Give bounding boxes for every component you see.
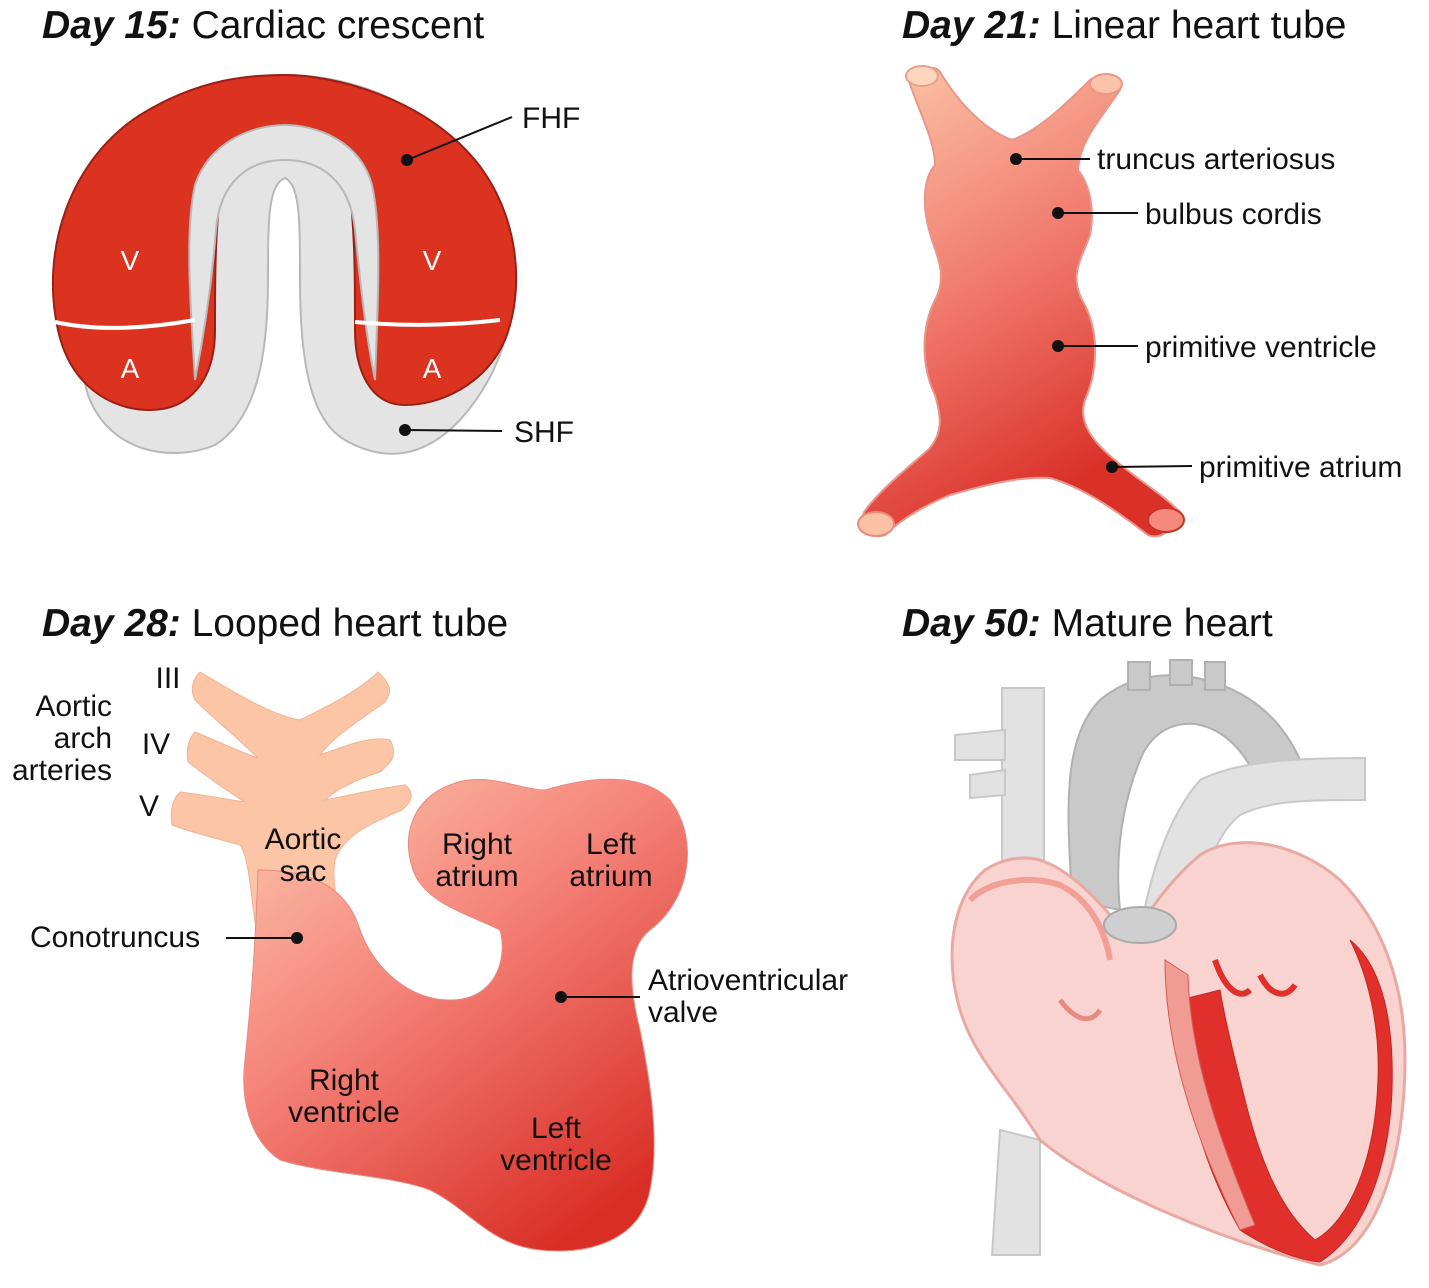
atrium-leader-line bbox=[1111, 465, 1193, 468]
label-primitive-atrium: primitive atrium bbox=[1199, 451, 1402, 484]
inner-channel bbox=[188, 123, 380, 381]
title-text: Looped heart tube bbox=[191, 602, 509, 645]
title-day: Day 21: bbox=[902, 4, 1041, 47]
pulmonary-vessels-left bbox=[954, 728, 1006, 800]
label-bulbus-cordis: bulbus cordis bbox=[1145, 198, 1322, 231]
label-av-valve-line2: valve bbox=[648, 996, 718, 1029]
vessel-end-top-left bbox=[905, 65, 939, 87]
panel-title-day15: Day 15: Cardiac crescent bbox=[42, 6, 484, 45]
label-arch-iii: III bbox=[155, 662, 180, 695]
inferior-vena-cava bbox=[990, 1128, 1041, 1256]
label-conotruncus: Conotruncus bbox=[30, 921, 200, 954]
panel-title-day21: Day 21: Linear heart tube bbox=[902, 6, 1346, 45]
title-day: Day 50: bbox=[902, 602, 1041, 645]
looped-tube-body bbox=[243, 778, 688, 1252]
tricuspid-valve-leaflets bbox=[1058, 998, 1103, 1022]
va-divider-left bbox=[54, 318, 196, 330]
label-left-ventricle-line2: ventricle bbox=[500, 1144, 612, 1177]
label-left-atrium-line2: atrium bbox=[569, 860, 652, 893]
label-left-atrium-line1: Left bbox=[586, 828, 637, 861]
label-left-ventricle-line1: Left bbox=[531, 1112, 582, 1145]
panel-title-day50: Day 50: Mature heart bbox=[902, 604, 1273, 643]
interventricular-septum bbox=[1164, 959, 1256, 1231]
label-aortic-arch-line2: arch bbox=[54, 722, 112, 755]
label-right-atrium-line2: atrium bbox=[435, 860, 518, 893]
label-v-left: V bbox=[121, 245, 140, 276]
label-right-ventricle-line2: ventricle bbox=[288, 1096, 400, 1129]
label-aortic-arch-line3: arteries bbox=[12, 754, 112, 787]
label-arch-v: V bbox=[139, 790, 159, 823]
shf-leader-line bbox=[404, 429, 503, 432]
aortic-branches bbox=[1127, 659, 1226, 691]
label-a-left: A bbox=[121, 353, 140, 384]
label-arch-iv: IV bbox=[142, 728, 170, 761]
label-shf: SHF bbox=[514, 416, 574, 449]
aortic-arch bbox=[1067, 674, 1302, 912]
label-right-atrium-line1: Right bbox=[442, 828, 513, 861]
title-day: Day 28: bbox=[42, 602, 181, 645]
fhf-leader-line bbox=[406, 116, 513, 161]
title-text: Cardiac crescent bbox=[191, 4, 485, 47]
label-truncus-arteriosus: truncus arteriosus bbox=[1097, 143, 1335, 176]
label-v-right: V bbox=[423, 245, 442, 276]
superior-vena-cava bbox=[1001, 687, 1045, 889]
right-atrium-outline bbox=[967, 877, 1113, 961]
label-av-valve-line1: Atrioventricular bbox=[648, 964, 848, 997]
title-text: Linear heart tube bbox=[1051, 4, 1347, 47]
title-text: Mature heart bbox=[1051, 602, 1273, 645]
label-right-ventricle-line1: Right bbox=[309, 1064, 380, 1097]
vessel-end-bottom-right bbox=[1147, 507, 1185, 533]
va-divider-right bbox=[354, 318, 501, 327]
label-aortic-sac-line2: sac bbox=[280, 855, 327, 888]
panel-title-day28: Day 28: Looped heart tube bbox=[42, 604, 508, 643]
label-aortic-sac-line1: Aortic bbox=[265, 823, 342, 856]
label-primitive-ventricle: primitive ventricle bbox=[1145, 331, 1377, 364]
label-aortic-arch-line1: Aortic bbox=[35, 690, 112, 723]
label-fhf: FHF bbox=[522, 102, 580, 135]
vessel-end-top-right bbox=[1089, 73, 1123, 95]
vessel-end-bottom-left bbox=[857, 511, 895, 537]
label-a-right: A bbox=[423, 353, 442, 384]
conotruncus-marker bbox=[291, 932, 303, 944]
title-day: Day 15: bbox=[42, 4, 181, 47]
mitral-valve-leaflets bbox=[1212, 959, 1298, 997]
aortic-valve-outline bbox=[1103, 906, 1177, 944]
